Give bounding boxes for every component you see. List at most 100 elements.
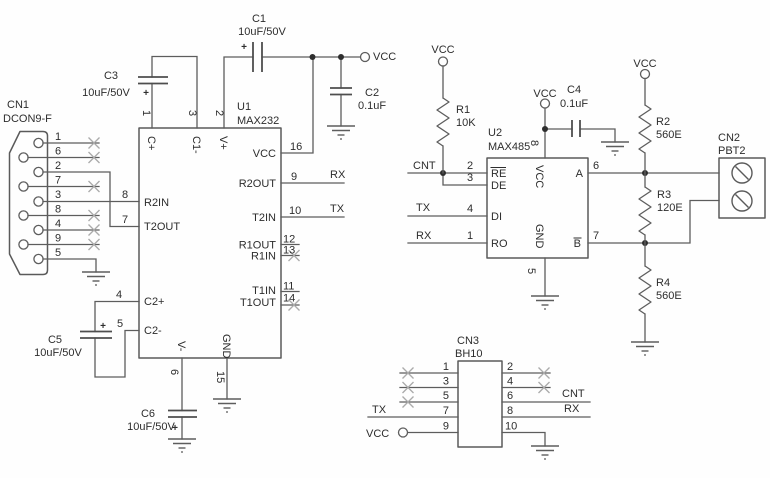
svg-text:9: 9 — [55, 233, 61, 245]
svg-text:A: A — [576, 168, 584, 180]
svg-text:16: 16 — [290, 141, 302, 153]
r2-ref: R2 — [656, 116, 670, 128]
svg-text:7: 7 — [443, 405, 449, 417]
u1-bottom-wires — [181, 357, 228, 440]
u1-top-pin-names: C+ C1- V+ — [145, 136, 229, 154]
u1-bottom-pin-names: V- GND — [175, 334, 232, 359]
svg-text:T2OUT: T2OUT — [144, 221, 180, 233]
svg-text:10: 10 — [505, 421, 517, 433]
capacitor-c2: C2 0.1uF — [326, 87, 386, 140]
r4-value: 560E — [656, 290, 682, 302]
resistor-r1: VCC R1 10K — [431, 44, 476, 174]
c1-polarity: + — [241, 42, 247, 53]
svg-text:R1OUT: R1OUT — [239, 240, 277, 252]
svg-text:6: 6 — [55, 146, 61, 158]
svg-text:5: 5 — [443, 390, 449, 402]
cn3-wires — [367, 372, 591, 447]
svg-text:7: 7 — [593, 230, 599, 242]
u2-left-pin-numbers: 2 3 4 1 — [467, 160, 473, 242]
ground-symbol — [630, 341, 660, 356]
c3-polarity: + — [143, 88, 149, 99]
cn3-ref: CN3 — [457, 335, 479, 347]
u2-ref: U2 — [488, 127, 502, 139]
cn1-dshell-outline — [8, 130, 49, 276]
svg-text:1: 1 — [443, 361, 449, 373]
vcc-terminal-circle — [437, 56, 449, 67]
r3-ref: R3 — [657, 189, 671, 201]
svg-text:3: 3 — [443, 376, 449, 388]
svg-text:6: 6 — [593, 160, 599, 172]
r4-ref: R4 — [656, 277, 670, 289]
net-label-tx: TX — [330, 203, 345, 215]
svg-text:RE: RE — [491, 168, 506, 180]
u1-part: MAX232 — [237, 115, 279, 127]
svg-text:DI: DI — [491, 211, 502, 223]
u2-part: MAX485 — [488, 141, 530, 153]
svg-text:5: 5 — [117, 318, 123, 330]
svg-text:6: 6 — [168, 369, 180, 375]
u1-body — [138, 127, 282, 359]
cn2-screw-slot-1 — [735, 166, 749, 180]
capacitor-c1: C1 10uF/50V + — [238, 13, 287, 72]
net-label-cnt: CNT — [413, 160, 436, 172]
vcc-label: VCC — [431, 44, 454, 56]
net-label-rx: RX — [330, 169, 346, 181]
u2-pin5-name: GND — [533, 224, 545, 249]
svg-text:1: 1 — [140, 110, 152, 116]
svg-text:3: 3 — [55, 189, 61, 201]
ground-symbol — [530, 295, 560, 310]
connector-cn1-db9: CN1 DCON9-F 1 6 2 7 3 8 4 — [3, 99, 140, 286]
vcc-label: VCC — [373, 51, 396, 63]
cn2-part: PBT2 — [718, 145, 746, 157]
cn2-screw-slot-2 — [735, 194, 749, 208]
junction-dot — [338, 54, 344, 60]
u2-body — [486, 157, 589, 259]
r1-value: 10K — [456, 117, 476, 129]
r2-value: 560E — [656, 129, 682, 141]
svg-text:15: 15 — [214, 371, 226, 383]
ground-symbol — [212, 398, 242, 413]
c4-value: 0.1uF — [560, 98, 588, 110]
vcc-label: VCC — [366, 428, 389, 440]
svg-text:C2-: C2- — [144, 325, 162, 337]
net-label-cnt: CNT — [562, 388, 585, 400]
cn3-body — [457, 360, 503, 448]
vcc-terminal-circle — [539, 98, 551, 109]
cn1-ref: CN1 — [7, 99, 29, 111]
svg-text:C+: C+ — [145, 136, 157, 150]
cn1-pin-circles — [18, 137, 44, 265]
svg-text:2: 2 — [55, 160, 61, 172]
cn1-wires — [27, 142, 140, 273]
svg-text:V+: V+ — [217, 136, 229, 150]
ground-symbol — [326, 125, 356, 140]
c2-ref: C2 — [365, 87, 379, 99]
resistor-r3: R3 120E — [638, 172, 683, 244]
svg-text:7: 7 — [55, 175, 61, 187]
u1-top-wires — [151, 55, 362, 154]
ic-u2-max485: U2 MAX485 2 3 4 1 RE DE DI RO A B 6 7 — [407, 88, 720, 310]
u1-right-wires — [280, 182, 345, 306]
svg-text:C2+: C2+ — [144, 296, 165, 308]
c5-ref: C5 — [48, 334, 62, 346]
u1-right-pin-names: VCC R2OUT T2IN R1OUT R1IN T1IN T1OUT — [239, 148, 277, 309]
u2-pin8-number: 8 — [528, 140, 540, 146]
c3-ref: C3 — [104, 70, 118, 82]
c6-ref: C6 — [141, 408, 155, 420]
svg-text:8: 8 — [55, 204, 61, 216]
svg-text:4: 4 — [55, 218, 61, 230]
c5-polarity: + — [100, 321, 106, 332]
svg-text:2: 2 — [507, 361, 513, 373]
svg-text:5: 5 — [55, 247, 61, 259]
u2-right-pin-numbers: 6 7 — [593, 160, 599, 242]
u1-bottom-pin-numbers: 6 15 — [168, 369, 226, 383]
svg-text:R2OUT: R2OUT — [239, 178, 277, 190]
net-label-tx: TX — [416, 202, 431, 214]
junction-dot — [309, 54, 316, 60]
svg-text:13: 13 — [283, 245, 295, 257]
cn3-right-pin-numbers: 2 4 6 8 10 — [505, 361, 517, 433]
c6-polarity: + — [172, 423, 178, 434]
c5-value: 10uF/50V — [34, 347, 82, 359]
cn2-body — [718, 157, 766, 219]
